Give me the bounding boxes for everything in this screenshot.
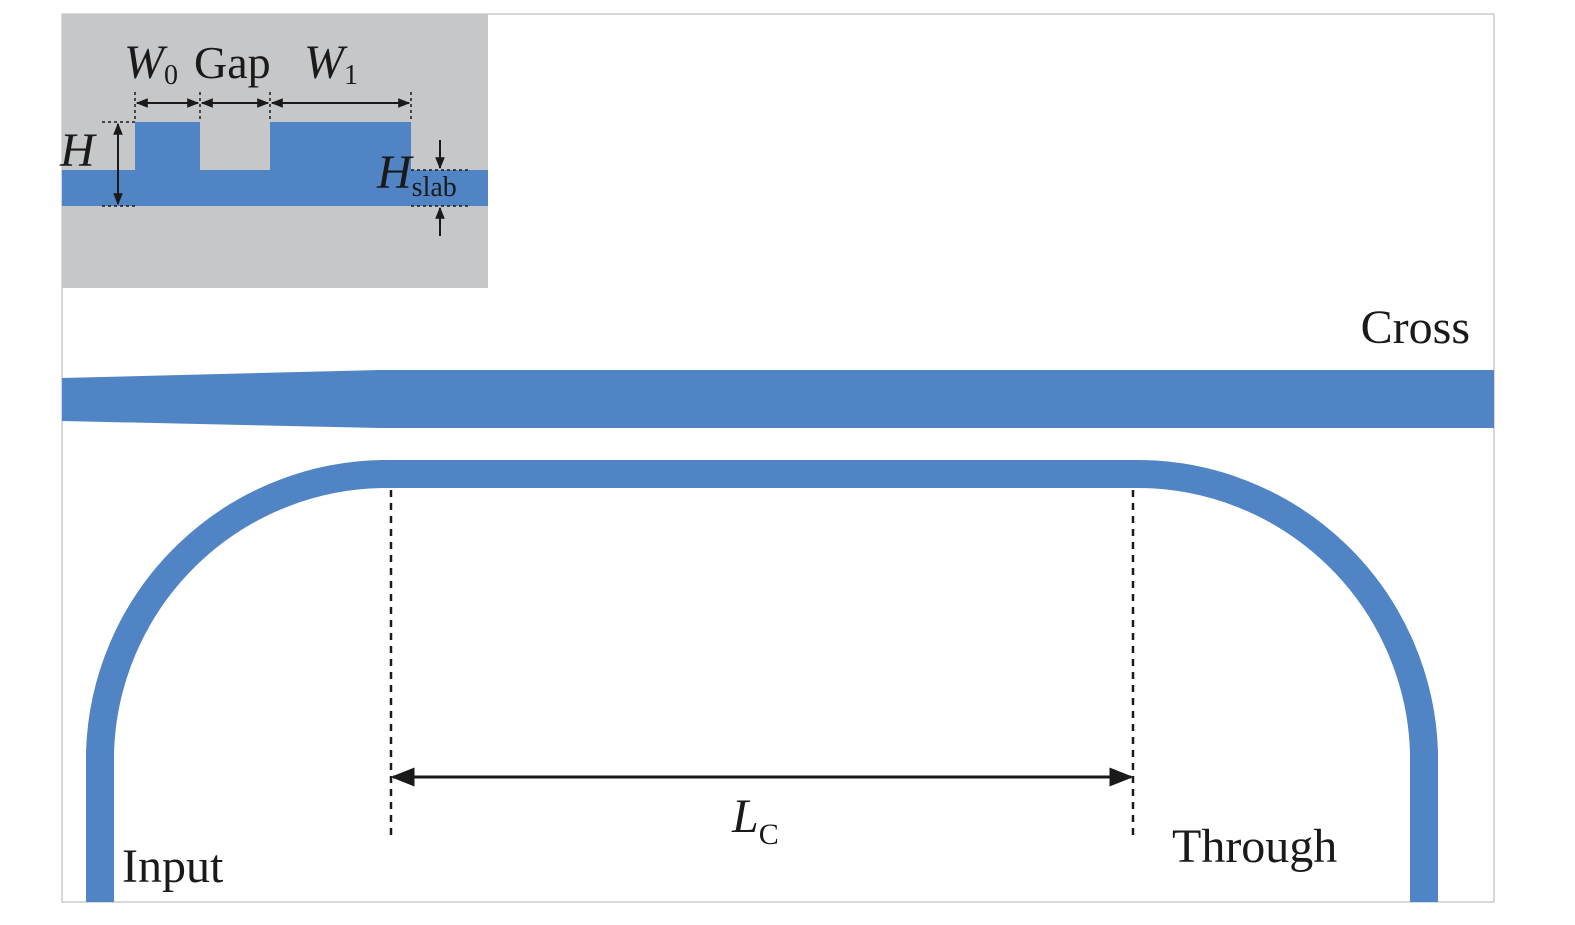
coupling-length-label: LC bbox=[731, 790, 779, 851]
w1-label: W1 bbox=[304, 36, 358, 91]
gap-label: Gap bbox=[194, 37, 271, 88]
figure-frame bbox=[61, 13, 1495, 903]
cross-port-label: Cross bbox=[1361, 301, 1470, 354]
through-port-label: Through bbox=[1172, 820, 1337, 873]
ring-waveguide bbox=[86, 460, 1438, 902]
cross-section-inset: W0 Gap W1 H Hslab bbox=[59, 14, 488, 288]
h-label: H bbox=[59, 124, 97, 177]
inset-rib-w1 bbox=[270, 122, 411, 172]
inset-rib-w0 bbox=[135, 122, 200, 172]
cross-waveguide bbox=[62, 370, 1494, 428]
input-port-label: Input bbox=[122, 840, 224, 893]
inset-slab bbox=[62, 170, 488, 206]
hslab-label: Hslab bbox=[376, 146, 457, 203]
w0-label: W0 bbox=[124, 36, 178, 91]
inset-width-guides bbox=[102, 92, 470, 207]
